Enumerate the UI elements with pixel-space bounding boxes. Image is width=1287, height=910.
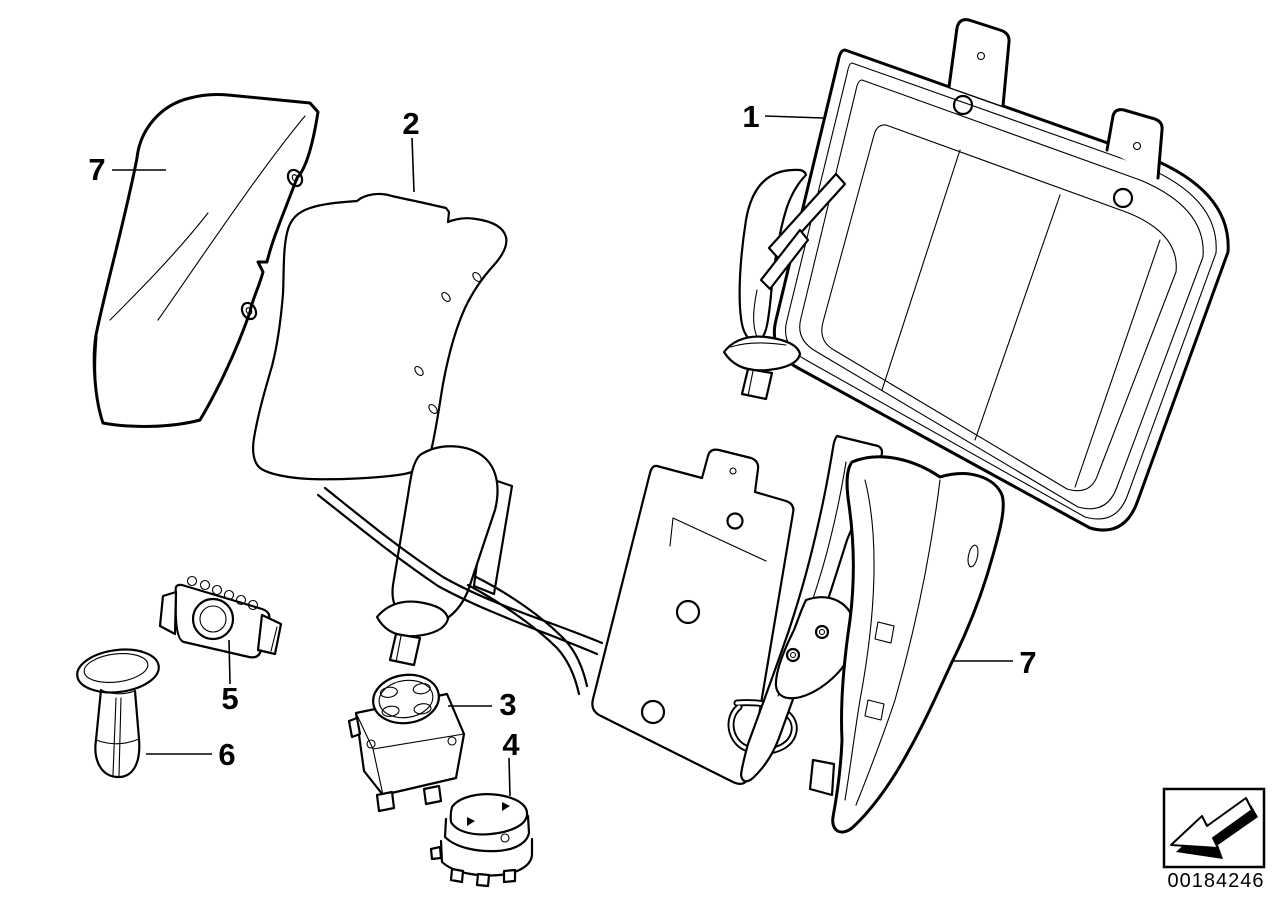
callout-5[interactable]: 5 [221, 681, 238, 716]
callout-2[interactable]: 2 [402, 106, 419, 141]
clip-bracket [158, 575, 283, 659]
panel-inner-face [821, 124, 1177, 492]
callouts: 1 2 3 4 5 6 7 7 [88, 99, 1037, 797]
tension-rods [753, 172, 847, 338]
rocker-arrow-icons [467, 802, 510, 826]
panel-crease-lines [881, 149, 1161, 488]
actuator-grommet [375, 600, 450, 667]
callout-4[interactable]: 4 [502, 727, 520, 762]
side-rail-bracket [739, 434, 884, 783]
callout-7-right[interactable]: 7 [1019, 645, 1036, 680]
retaining-strap [738, 168, 808, 343]
lumbar-support-mat [252, 192, 508, 481]
expanding-rivet [76, 648, 160, 779]
adjuster-switch [429, 793, 534, 888]
callout-7-left[interactable]: 7 [88, 152, 105, 187]
side-trim-panel-right [808, 455, 1005, 834]
cable-harness [316, 486, 604, 696]
panel-grommet [722, 335, 802, 401]
lumbar-actuator [391, 445, 514, 627]
footer: 00184246 [1162, 787, 1266, 892]
mounting-tab [947, 18, 1011, 108]
callout-1[interactable]: 1 [742, 99, 759, 134]
backrest-frame-panel [772, 18, 1230, 532]
callout-3[interactable]: 3 [499, 687, 516, 722]
callout-6[interactable]: 6 [218, 737, 235, 772]
direction-arrow-icon [1170, 797, 1258, 859]
side-trim-panel-left [92, 92, 320, 428]
lumbar-switch [347, 673, 466, 813]
image-code: 00184246 [1168, 870, 1265, 892]
